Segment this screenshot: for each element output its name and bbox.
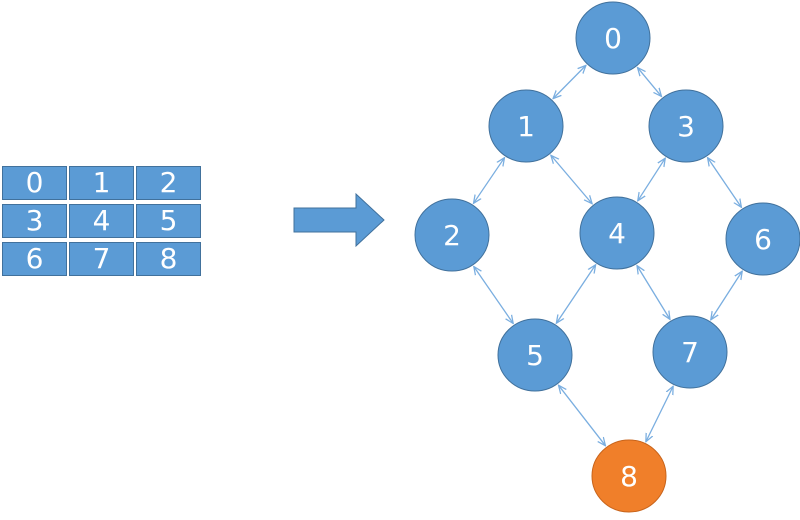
- grid-cell: 8: [136, 242, 201, 276]
- edge-0-3: [638, 68, 662, 97]
- node-label: 1: [517, 110, 535, 143]
- edge-0-1: [553, 65, 586, 98]
- edge-6-7: [711, 271, 742, 320]
- node-circle: [591, 439, 667, 513]
- edge-1-4: [551, 155, 592, 203]
- grid-3x3: 0 1 2 3 4 5 6 7 8: [2, 166, 201, 276]
- node-label: 7: [681, 336, 699, 369]
- node-2: 2: [414, 198, 490, 272]
- edge-7-8: [646, 386, 673, 441]
- node-label: 4: [608, 217, 626, 250]
- edge-4-5: [556, 265, 595, 323]
- node-circle: [497, 318, 573, 392]
- node-label: 5: [526, 339, 544, 372]
- nodes-layer: 0 1 2 3 4 5 6 7 8: [414, 1, 800, 513]
- node-6: 6: [725, 202, 800, 276]
- node-7: 7: [652, 315, 728, 389]
- node-8: 8: [591, 439, 667, 513]
- node-circle: [725, 202, 800, 276]
- node-label: 8: [620, 460, 638, 493]
- node-circle: [648, 89, 724, 163]
- node-label: 3: [677, 110, 695, 143]
- node-4: 4: [579, 196, 655, 270]
- edge-1-2: [474, 158, 505, 204]
- edge-5-8: [559, 385, 606, 445]
- node-0: 0: [575, 1, 651, 75]
- node-circle: [414, 198, 490, 272]
- node-circle: [579, 196, 655, 270]
- edges-layer: [474, 65, 743, 445]
- node-circle: [575, 1, 651, 75]
- right-arrow-icon: [293, 192, 385, 248]
- node-circle: [652, 315, 728, 389]
- node-3: 3: [648, 89, 724, 163]
- grid-cell: 6: [2, 242, 67, 276]
- node-label: 2: [443, 219, 461, 252]
- grid-cell: 3: [2, 204, 67, 238]
- node-1: 1: [488, 89, 564, 163]
- node-circle: [488, 89, 564, 163]
- grid-cell: 0: [2, 166, 67, 200]
- grid-cell: 5: [136, 204, 201, 238]
- grid-cell: 2: [136, 166, 201, 200]
- grid-cell: 4: [69, 204, 134, 238]
- node-label: 0: [604, 22, 622, 55]
- edge-3-4: [638, 158, 666, 201]
- grid-cell: 1: [69, 166, 134, 200]
- edge-2-5: [474, 267, 513, 324]
- edge-4-7: [637, 266, 670, 320]
- node-5: 5: [497, 318, 573, 392]
- node-label: 6: [754, 223, 772, 256]
- edge-3-6: [708, 158, 742, 208]
- grid-cell: 7: [69, 242, 134, 276]
